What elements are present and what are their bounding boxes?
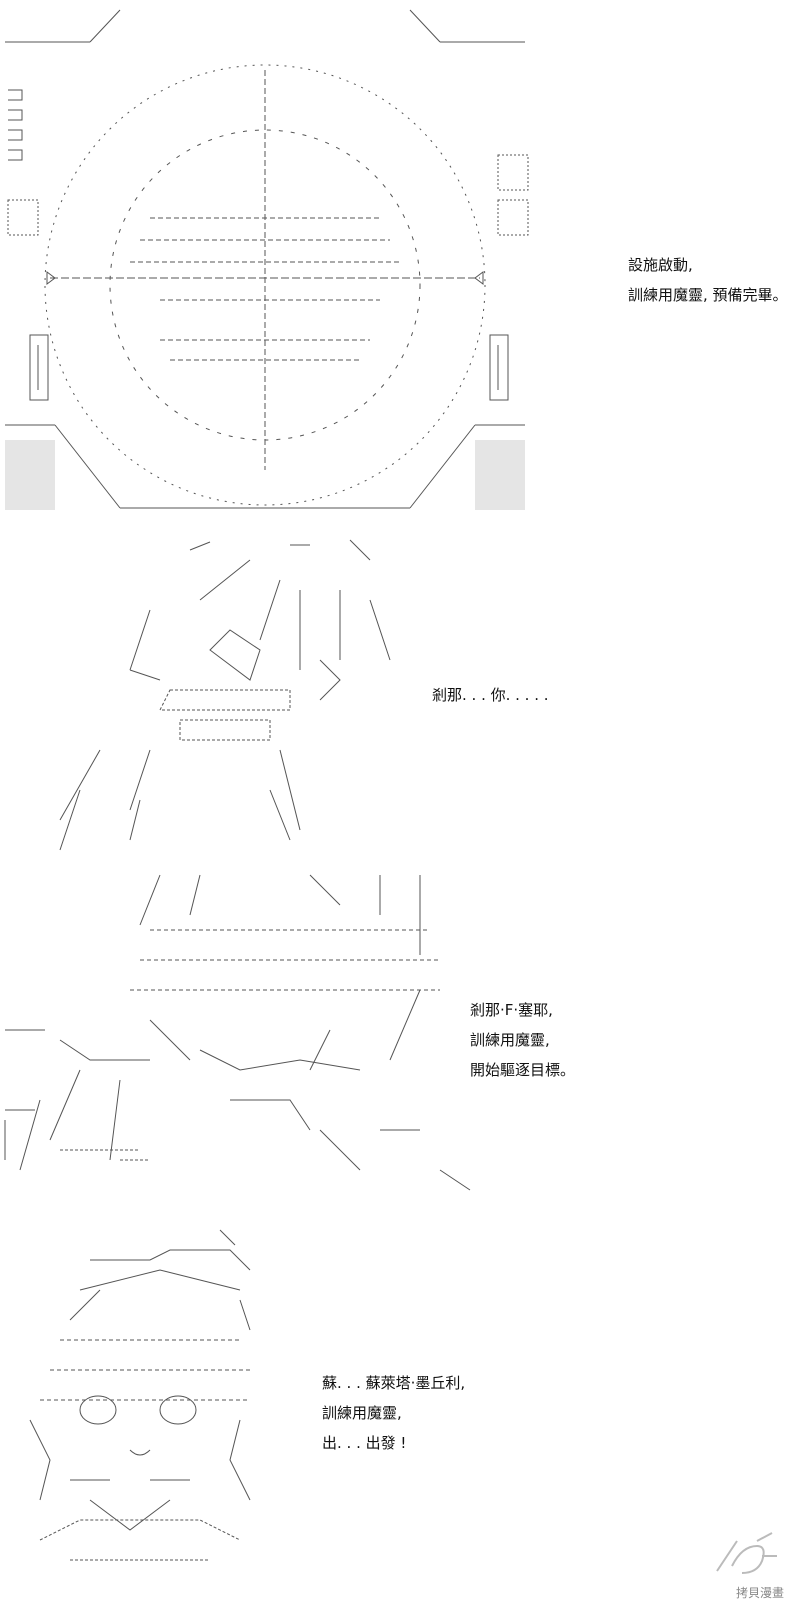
panel-4: 蘇. . . 蘇萊塔·墨丘利, 訓練用魔靈, 出. . . 出發 ! <box>0 1210 800 1607</box>
panel-4-caption: 蘇. . . 蘇萊塔·墨丘利, 訓練用魔靈, 出. . . 出發 ! <box>322 1368 465 1458</box>
panel-3: 剎那·F·塞耶, 訓練用魔靈, 開始驅逐目標。 <box>0 870 800 1200</box>
caption-line: 訓練用魔靈, <box>322 1404 402 1422</box>
watermark: 拷貝漫畫 <box>696 1531 786 1601</box>
suletta-ascii-art <box>29 1229 251 1561</box>
dm5-logo-icon <box>716 1532 777 1574</box>
caption-line: 開始驅逐目標。 <box>470 1061 576 1079</box>
panel-2-caption: 剎那. . . 你. . . . . <box>432 680 549 710</box>
setsuna-closeup-ascii-art <box>4 874 471 1191</box>
setsuna-ascii-art <box>59 539 391 851</box>
caption-line: 出. . . 出發 ! <box>322 1434 407 1452</box>
caption-line: 訓練用魔靈, 預備完畢。 <box>628 286 788 304</box>
panel-3-caption: 剎那·F·塞耶, 訓練用魔靈, 開始驅逐目標。 <box>470 995 575 1085</box>
caption-line: 剎那. . . 你. . . . . <box>432 686 549 704</box>
caption-line: 剎那·F·塞耶, <box>470 1001 553 1019</box>
panel-1: 設施啟動, 訓練用魔靈, 預備完畢。 <box>0 0 800 520</box>
caption-line: 蘇. . . 蘇萊塔·墨丘利, <box>322 1374 466 1392</box>
watermark-text: 拷貝漫畫 <box>735 1586 784 1600</box>
caption-line: 設施啟動, <box>628 256 693 274</box>
reticle-ascii-art <box>5 9 529 510</box>
caption-line: 訓練用魔靈, <box>470 1031 550 1049</box>
panel-2: 剎那. . . 你. . . . . <box>0 530 800 860</box>
panel-1-caption: 設施啟動, 訓練用魔靈, 預備完畢。 <box>628 250 788 310</box>
